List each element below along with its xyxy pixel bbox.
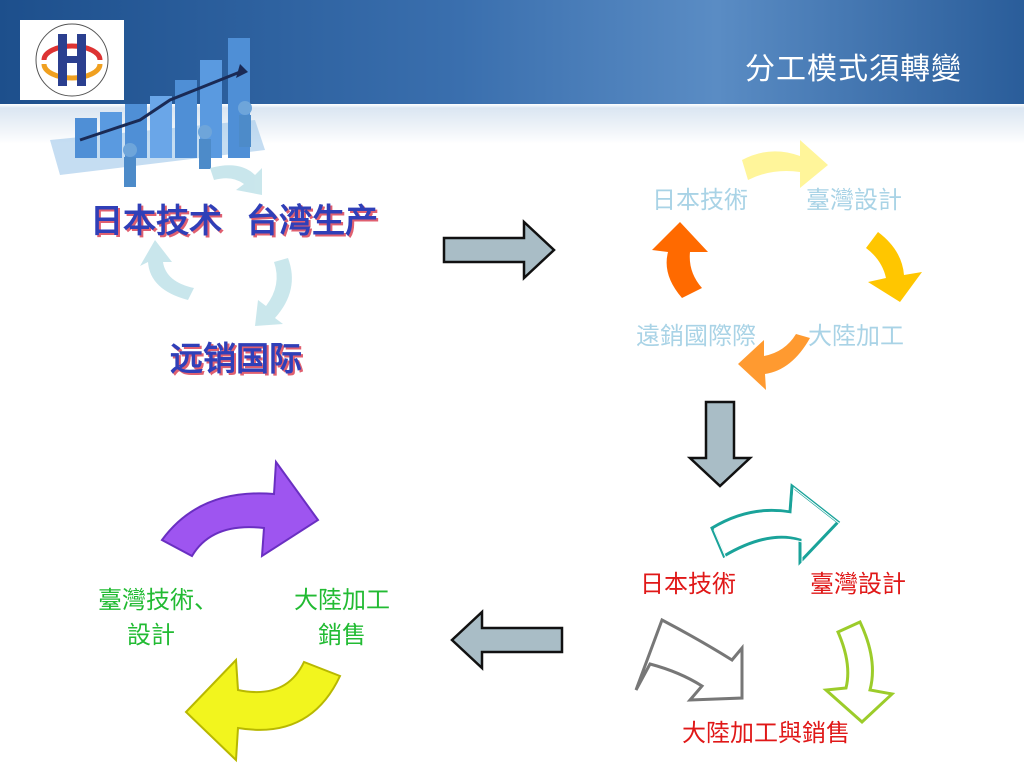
label-mainland-processing-sales: 大陸加工 銷售 bbox=[282, 580, 402, 650]
flow-arrow-left bbox=[450, 609, 564, 671]
label-mainland-processing-faint: 大陸加工 bbox=[808, 322, 904, 350]
label-export-international: 远销国际 bbox=[170, 339, 302, 378]
label-taiwan-design-faint: 臺灣設計 bbox=[806, 186, 902, 214]
label-japan-tech-faint: 日本技術 bbox=[652, 186, 748, 214]
flow-arrow-down bbox=[686, 400, 754, 488]
cycle-arrows-diagram2 bbox=[652, 140, 922, 390]
label-taiwan-tech-design: 臺灣技術、 設計 bbox=[88, 580, 228, 650]
label-mainland-processing-sales-line1: 大陸加工 bbox=[294, 586, 390, 614]
label-japan-tech-simplified: 日本技术 bbox=[90, 201, 222, 240]
cycle-arrows-diagram4 bbox=[160, 459, 342, 763]
label-taiwan-tech-design-line2: 設計 bbox=[127, 621, 175, 649]
logo-icon bbox=[20, 20, 124, 100]
flow-arrow-right bbox=[442, 219, 556, 281]
label-taiwan-tech-design-line1: 臺灣技術、 bbox=[98, 586, 218, 614]
label-export-international-faint: 遠銷國際際 bbox=[636, 322, 756, 350]
business-growth-chart-icon bbox=[50, 38, 265, 187]
header-bar bbox=[0, 0, 1024, 108]
cycle-arrows-diagram1 bbox=[140, 165, 292, 326]
label-taiwan-production: 台湾生产 bbox=[246, 201, 378, 240]
slide-title: 分工模式須轉變 bbox=[745, 52, 962, 87]
cycle-arrows-diagram3 bbox=[634, 483, 896, 725]
label-taiwan-design-red: 臺灣設計 bbox=[810, 570, 906, 598]
label-mainland-processing-sales-red: 大陸加工與銷售 bbox=[682, 719, 850, 747]
label-mainland-processing-sales-line2: 銷售 bbox=[318, 621, 366, 649]
label-japan-tech-red: 日本技術 bbox=[640, 570, 736, 598]
